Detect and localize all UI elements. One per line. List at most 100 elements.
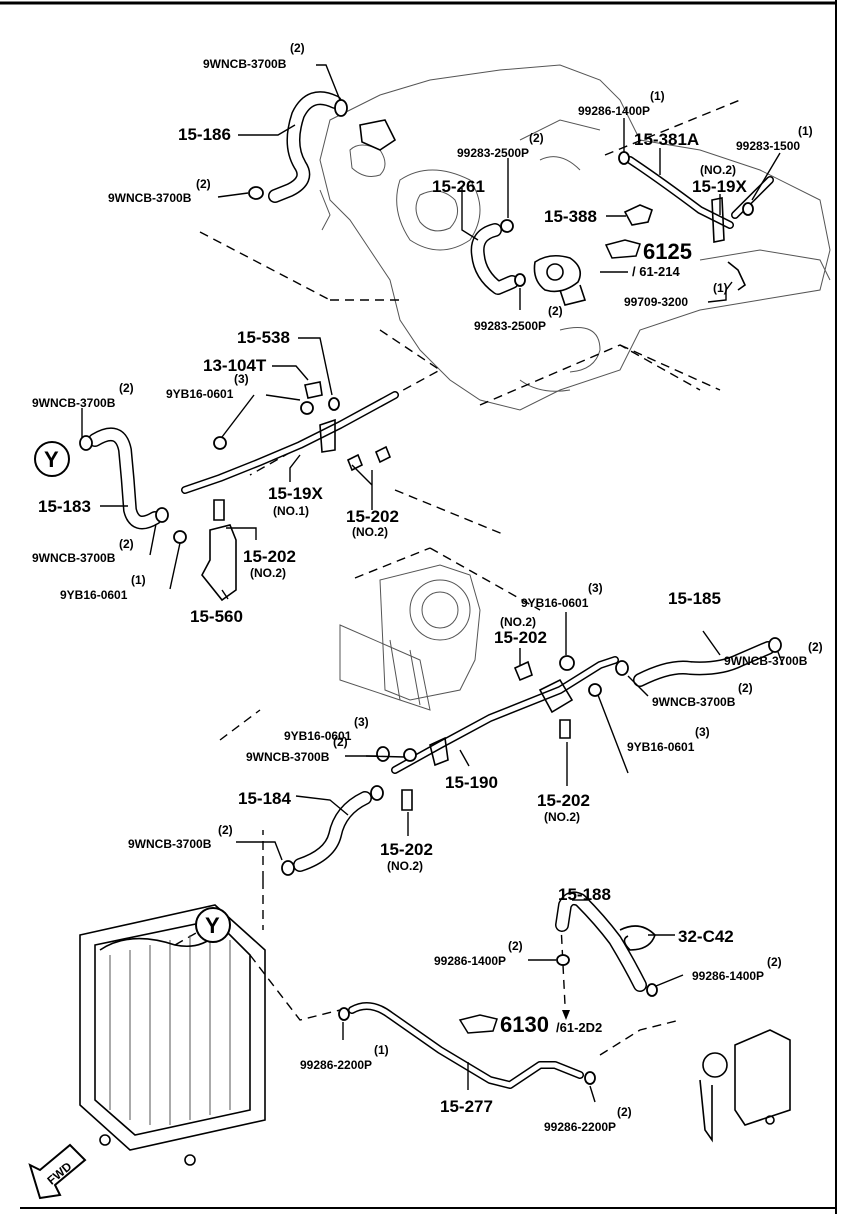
label-99283-2500-b[interactable]: 99283-2500P [474,319,546,333]
clamp-188-a[interactable] [556,954,570,966]
hand-icon-6130 [458,1014,498,1034]
label-9wncb-184a[interactable]: 9WNCB-3700B [246,750,330,764]
label-99283-2500-a[interactable]: 99283-2500P [457,146,529,160]
nut-9yb16-a[interactable] [213,436,227,450]
label-9wncb-183[interactable]: 9WNCB-3700B [32,551,116,565]
hose-15-183[interactable] [88,427,162,530]
clip-32-c42 [619,925,656,951]
callout-labels: (2) 9WNCB-3700B 15-186 (2) 9WNCB-3700B (… [32,41,823,1188]
label-15-277[interactable]: 15-277 [440,1097,493,1116]
clamp-184-a[interactable] [370,785,384,801]
y-marker-circle [34,441,70,477]
clamp-185[interactable] [768,637,782,653]
nut-9yb16-c[interactable] [559,655,575,671]
label-32-c42[interactable]: 32-C42 [678,927,734,946]
label-15-202-a[interactable]: 15-202 [346,507,399,526]
bracket-99709 [727,261,747,291]
clamp-183-top[interactable] [79,435,93,451]
part-15-388 [623,204,653,226]
hose-15-261[interactable] [470,223,519,295]
label-9yb16-e-qty: (3) [695,725,710,739]
pipe-15-277[interactable] [348,1002,584,1089]
label-99286-2200-b[interactable]: 99286-2200P [544,1120,616,1134]
clamp-99283-1500[interactable] [742,202,754,216]
label-99283-2500-b-qty: (2) [548,304,563,318]
label-15-538[interactable]: 15-538 [237,328,290,347]
label-15-19x-top[interactable]: 15-19X [692,177,747,196]
pipe-15-19x-mid[interactable] [181,391,399,494]
pipe-15-19x-top[interactable] [731,176,774,219]
label-15-202-b[interactable]: 15-202 [243,547,296,566]
washer-9yb16[interactable] [300,401,314,415]
label-99286-1400-c-qty: (2) [767,955,782,969]
label-9wncb-185[interactable]: 9WNCB-3700B [724,654,808,668]
label-15-261[interactable]: 15-261 [432,177,485,196]
clamp-277-b[interactable] [584,1071,596,1085]
label-15-188[interactable]: 15-188 [558,885,611,904]
hose-15-188[interactable] [555,891,647,992]
label-9yb16-a[interactable]: 9YB16-0601 [166,387,234,401]
label-15-202-c[interactable]: 15-202 [494,628,547,647]
clamp-381a[interactable] [618,151,630,165]
clamp-15-538[interactable] [328,397,340,411]
label-99286-1400-top[interactable]: 99286-1400P [578,104,650,118]
hose-15-184[interactable] [293,791,372,872]
label-15-388[interactable]: 15-388 [544,207,597,226]
label-9wncb-top[interactable]: 9WNCB-3700B [203,57,287,71]
label-15-19x-mid[interactable]: 15-19X [268,484,323,503]
label-9yb16-b-qty: (1) [131,573,146,587]
label-99286-1400-c[interactable]: 99286-1400P [692,969,764,983]
label-15-185[interactable]: 15-185 [668,589,721,608]
pipe-15-381A[interactable] [626,156,734,229]
nut-9yb16-b[interactable] [173,530,187,544]
label-15-184[interactable]: 15-184 [238,789,291,808]
clamp-277-a[interactable] [338,1007,350,1021]
label-9yb16-c-qty: (3) [588,581,603,595]
clamp-190-right[interactable] [615,660,629,676]
hose-15-185[interactable] [633,641,775,687]
label-99286-2200-a[interactable]: 99286-2200P [300,1058,372,1072]
label-15-381a[interactable]: 15-381A [634,130,699,149]
label-9yb16-d[interactable]: 9YB16-0601 [284,729,352,743]
label-9yb16-e[interactable]: 9YB16-0601 [627,740,695,754]
label-9wncb-184b[interactable]: 9WNCB-3700B [128,837,212,851]
label-9wncb-190[interactable]: 9WNCB-3700B [652,695,736,709]
clamp-184-b[interactable] [281,860,295,876]
label-13-104t[interactable]: 13-104T [203,356,267,375]
label-15-190[interactable]: 15-190 [445,773,498,792]
label-99709-3200[interactable]: 99709-3200 [624,295,688,309]
label-15-186[interactable]: 15-186 [178,125,231,144]
pipe-15-190[interactable] [391,656,619,774]
hose-15-186[interactable] [268,91,342,203]
nut-9yb16-e[interactable] [403,748,417,762]
label-15-202-e[interactable]: 15-202 [380,840,433,859]
clamp-188-b[interactable] [646,983,658,997]
label-y-marker[interactable]: Y [44,447,59,472]
label-99286-1400-b[interactable]: 99286-1400P [434,954,506,968]
bracket-15-19x-top [711,197,725,243]
clamp-190-left[interactable] [376,746,390,762]
clamp-top-1[interactable] [334,99,348,117]
sensor-15-202-c [513,660,533,682]
label-9wncb-y[interactable]: 9WNCB-3700B [32,396,116,410]
label-15-183[interactable]: 15-183 [38,497,91,516]
label-9yb16-b[interactable]: 9YB16-0601 [60,588,128,602]
label-99283-1500[interactable]: 99283-1500 [736,139,800,153]
clamp-183-bot[interactable] [155,507,169,523]
label-ref-6125[interactable]: 6125 [643,239,692,264]
bracket-15-560 [201,524,237,602]
clamp-261-a[interactable] [500,219,514,233]
label-9yb16-c[interactable]: 9YB16-0601 [521,596,589,610]
label-ref-61-214[interactable]: / 61-214 [632,264,680,279]
label-y-marker2[interactable]: Y [205,913,220,938]
label-15-202-d[interactable]: 15-202 [537,791,590,810]
clamp-top-2[interactable] [248,186,264,200]
label-15-560[interactable]: 15-560 [190,607,243,626]
clamp-261-b[interactable] [514,273,526,287]
nut-9yb16-d[interactable] [588,683,602,697]
label-ref-6130[interactable]: 6130 [500,1012,549,1037]
label-99709-3200-qty: (1) [713,281,728,295]
label-9wncb-top2[interactable]: 9WNCB-3700B [108,191,192,205]
label-ref-61-2d2[interactable]: /61-2D2 [556,1020,602,1035]
